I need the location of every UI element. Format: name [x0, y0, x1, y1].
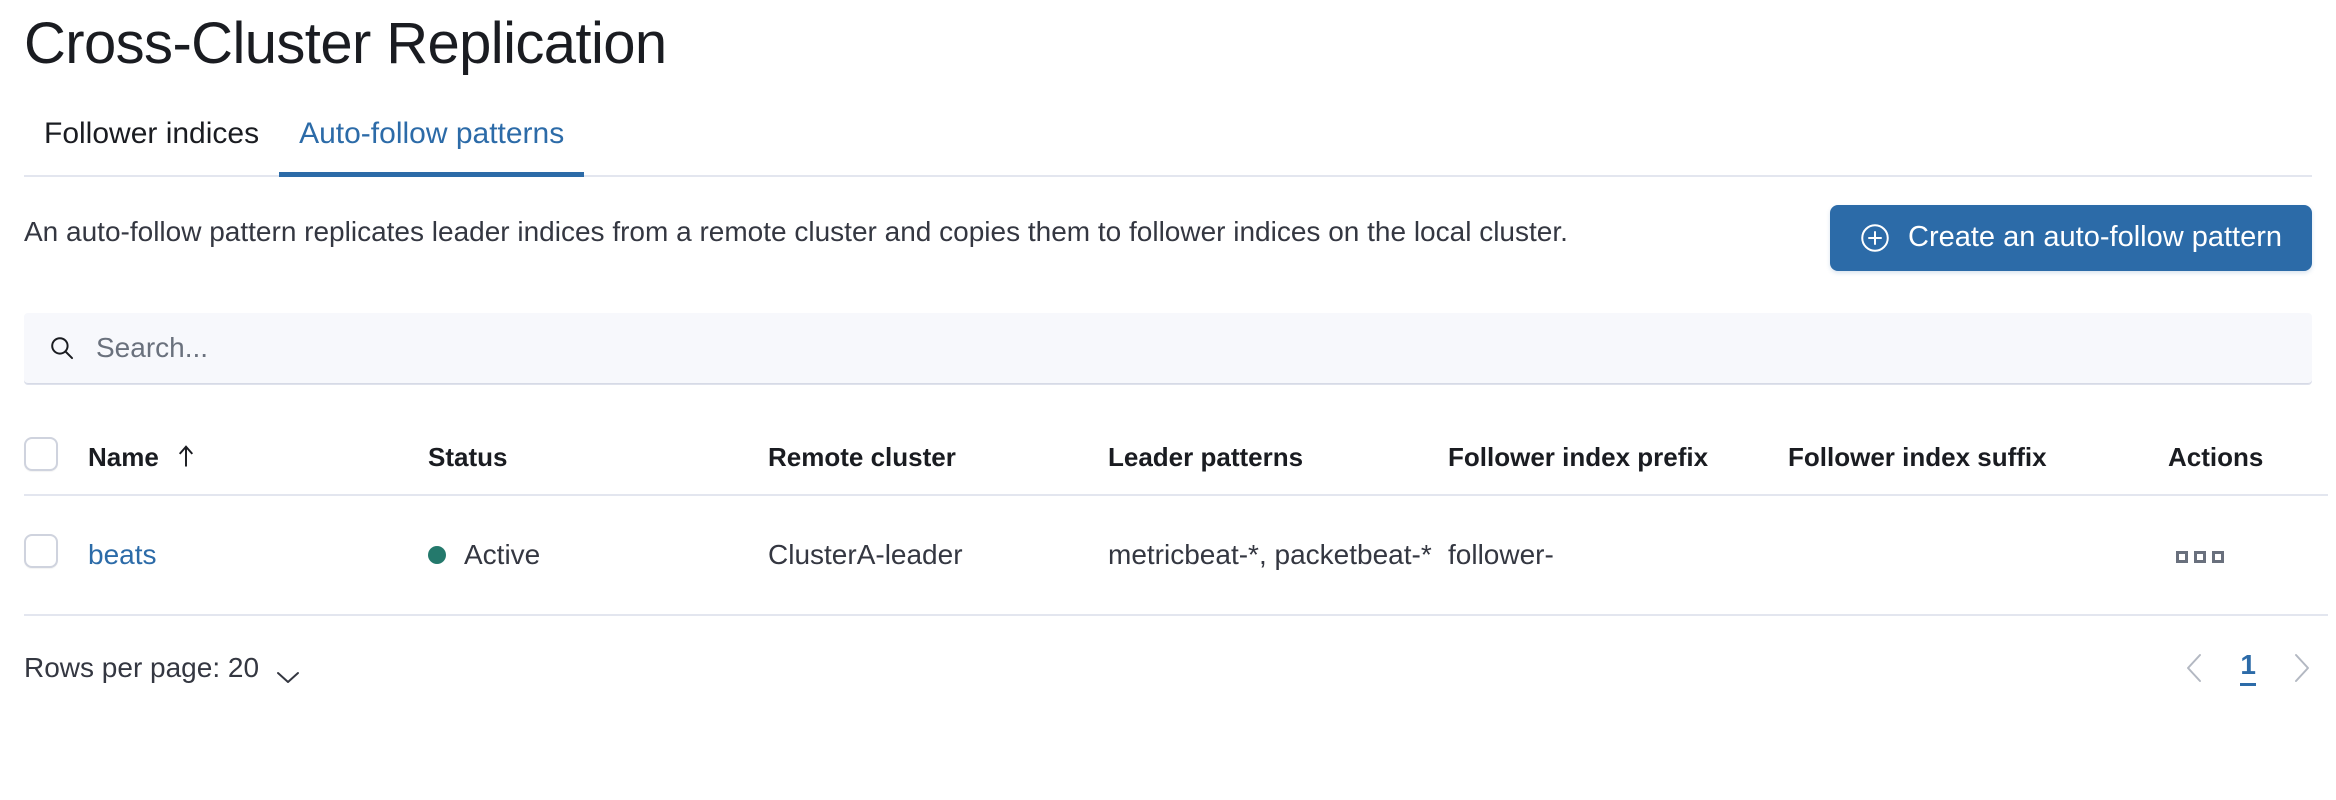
intro-description: An auto-follow pattern replicates leader… — [24, 215, 1568, 247]
auto-follow-patterns-table: Name Status Remote cluster Leader patter… — [24, 420, 2328, 616]
cell-actions — [2168, 494, 2328, 616]
table-footer: Rows per page: 20 1 — [24, 649, 2312, 686]
column-header-name[interactable]: Name — [88, 420, 428, 496]
pagination-page-1[interactable]: 1 — [2240, 649, 2256, 686]
status-label: Active — [464, 538, 541, 570]
tab-follower-indices[interactable]: Follower indices — [24, 118, 279, 175]
cell-name: beats — [88, 494, 428, 616]
rows-per-page-label: Rows per page: 20 — [24, 651, 260, 683]
cell-follower-index-suffix — [1788, 494, 2168, 616]
pattern-name-link[interactable]: beats — [88, 538, 157, 570]
tab-auto-follow-patterns[interactable]: Auto-follow patterns — [279, 118, 585, 177]
cell-status: Active — [428, 494, 768, 616]
column-header-follower-index-suffix[interactable]: Follower index suffix — [1788, 420, 2168, 496]
row-select-cell — [24, 494, 88, 616]
create-button-label: Create an auto-follow pattern — [1908, 221, 2282, 254]
table-head: Name Status Remote cluster Leader patter… — [24, 420, 2328, 496]
tab-bar: Follower indices Auto-follow patterns — [24, 103, 2312, 177]
table-header-row: Name Status Remote cluster Leader patter… — [24, 420, 2328, 496]
chevron-down-icon — [275, 660, 301, 683]
sort-arrow-up-icon — [176, 444, 196, 468]
leader-patterns-value: metricbeat-*, packetbeat-* — [1108, 538, 1432, 570]
select-all-header — [24, 420, 88, 496]
pagination: 1 — [2184, 649, 2312, 686]
column-header-name-label: Name — [88, 441, 159, 472]
cell-follower-index-prefix: follower- — [1448, 494, 1788, 616]
column-header-status[interactable]: Status — [428, 420, 768, 496]
search-bar[interactable] — [24, 312, 2312, 385]
table-row[interactable]: beats Active ClusterA-leader metricbeat-… — [24, 494, 2328, 616]
column-header-actions: Actions — [2168, 420, 2328, 496]
rows-per-page-selector[interactable]: Rows per page: 20 — [24, 652, 301, 684]
cell-leader-patterns: metricbeat-*, packetbeat-* — [1108, 494, 1448, 616]
intro-row: An auto-follow pattern replicates leader… — [24, 204, 2312, 271]
create-auto-follow-pattern-button[interactable]: Create an auto-follow pattern — [1830, 204, 2312, 271]
page-title: Cross-Cluster Replication — [24, 11, 667, 76]
chevron-right-icon[interactable] — [2290, 652, 2312, 684]
select-all-checkbox[interactable] — [24, 436, 58, 471]
cell-remote-cluster: ClusterA-leader — [768, 494, 1108, 616]
plus-in-circle-icon — [1860, 223, 1890, 253]
column-header-leader-patterns[interactable]: Leader patterns — [1108, 420, 1448, 496]
column-header-remote-cluster[interactable]: Remote cluster — [768, 420, 1108, 496]
column-header-follower-index-prefix[interactable]: Follower index prefix — [1448, 420, 1788, 496]
table-body: beats Active ClusterA-leader metricbeat-… — [24, 494, 2328, 616]
search-icon — [48, 334, 76, 362]
status-dot-icon — [428, 545, 446, 564]
chevron-left-icon[interactable] — [2184, 652, 2206, 684]
more-actions-icon[interactable] — [2168, 543, 2232, 571]
search-input[interactable] — [96, 332, 2288, 365]
row-select-checkbox[interactable] — [24, 534, 58, 569]
